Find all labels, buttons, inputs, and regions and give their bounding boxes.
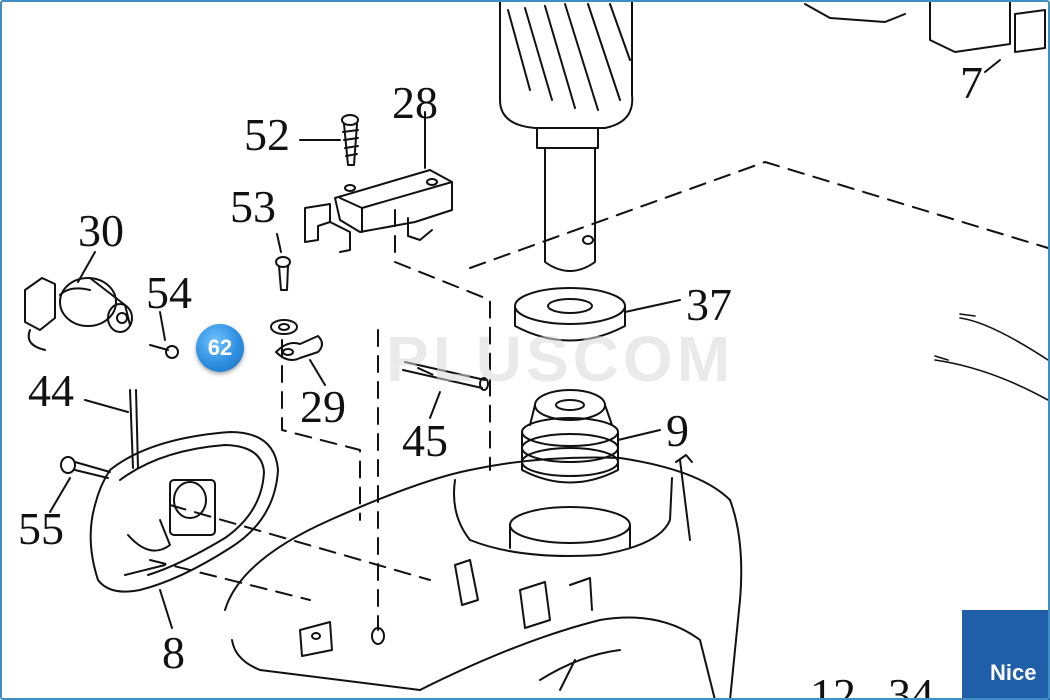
- label-part-9: 9: [666, 405, 689, 456]
- part-45-pin: [402, 361, 489, 419]
- label-part-8: 8: [162, 627, 185, 678]
- label-part-54: 54: [146, 267, 192, 318]
- label-part-44: 44: [28, 365, 74, 416]
- brand-name: Nice: [990, 660, 1037, 685]
- label-part-29: 29: [300, 381, 346, 432]
- part-28-microswitch: [304, 111, 453, 253]
- assembly-dashed-lines: [149, 161, 1049, 631]
- part-7-bracket: [804, 1, 1046, 73]
- part-62-hotspot[interactable]: 62: [196, 324, 244, 372]
- part-29-terminal: [270, 319, 326, 386]
- motor-wires: [934, 313, 1049, 401]
- label-part-12: 12: [810, 669, 856, 700]
- label-part-7: 7: [960, 57, 983, 108]
- part-55-screw: [49, 456, 111, 513]
- label-part-55: 55: [18, 503, 64, 554]
- label-part-53: 53: [230, 181, 276, 232]
- motor-housing: [224, 454, 743, 700]
- part-53-screw: [275, 233, 291, 291]
- label-part-28: 28: [392, 77, 438, 128]
- hotspot-label: 62: [207, 335, 233, 360]
- brand-logo: Nice: [962, 610, 1050, 700]
- motor-shaft: [499, 1, 634, 272]
- label-part-52: 52: [244, 109, 290, 160]
- part-54-screw: [149, 311, 179, 359]
- label-part-45: 45: [402, 415, 448, 466]
- part-37-bearing: [514, 287, 681, 342]
- part-30-lock-cylinder: [24, 251, 133, 351]
- part-9-worm-wheel: [521, 389, 661, 484]
- watermark: PLUSCOM: [386, 323, 734, 395]
- part-8-release-cover: [89, 431, 279, 629]
- label-part-37: 37: [686, 279, 732, 330]
- label-part-30: 30: [78, 205, 124, 256]
- label-part-34: 34: [888, 669, 934, 700]
- part-52-screw: [299, 114, 359, 166]
